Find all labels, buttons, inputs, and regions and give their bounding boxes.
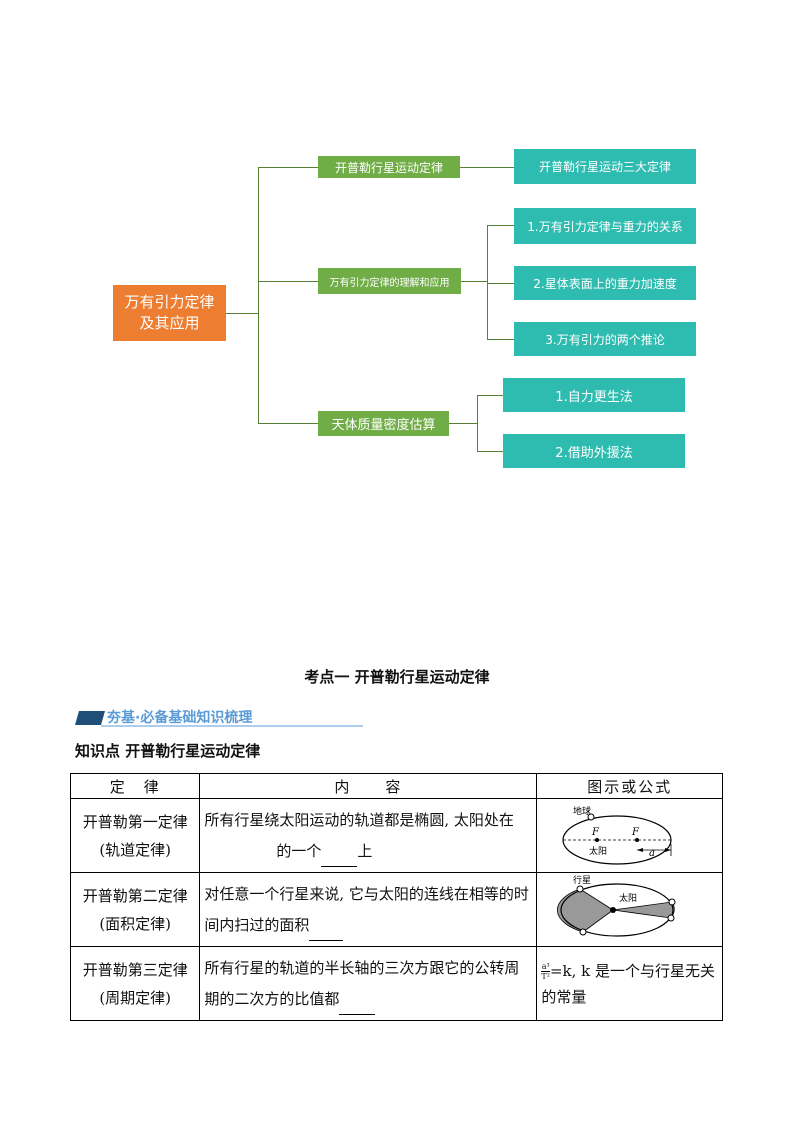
connector-line: [477, 395, 503, 396]
mindmap-branch-gravitation: 万有引力定律的理解和应用: [318, 268, 461, 294]
kepler-laws-table: 定 律 内 容 图示或公式 开普勒第一定律(轨道定律) 所有行星绕太阳运动的轨道…: [69, 773, 723, 1021]
connector-line: [258, 167, 259, 424]
banner-text: 夯基·必备基础知识梳理: [107, 710, 253, 726]
connector-line: [487, 339, 514, 340]
content-text: 所有行星绕太阳运动的轨道都是椭圆, 太阳处在: [204, 810, 514, 829]
ellipse-diagram: 地球 F F 太阳 a: [562, 805, 673, 865]
connector-line: [487, 283, 514, 284]
table-row: 开普勒第三定律(周期定律) 所有行星的轨道的半长轴的三次方跟它的公转周期的二次方…: [69, 946, 723, 1021]
connector-line: [460, 167, 514, 168]
connector-line: [487, 225, 514, 226]
content-text: 的一个: [276, 841, 322, 860]
mindmap-leaf-surface-gravity: 2.星体表面上的重力加速度: [514, 266, 696, 300]
label-focus: F: [631, 827, 640, 838]
area-diagram: 行星 太阳: [557, 874, 676, 937]
label-planet: 行星: [573, 874, 591, 886]
table-row: 开普勒第一定律(轨道定律) 所有行星绕太阳运动的轨道都是椭圆, 太阳处在的一个 上…: [69, 798, 723, 873]
label-sun: 太阳: [619, 892, 637, 904]
law-content: 所有行星绕太阳运动的轨道都是椭圆, 太阳处在的一个 上: [199, 798, 538, 873]
section-banner: 夯基·必备基础知识梳理: [75, 705, 363, 727]
connector-line: [258, 423, 318, 424]
mindmap-branch-mass-density: 天体质量密度估算: [318, 411, 449, 436]
fraction-denominator: T²: [541, 972, 550, 981]
mindmap-leaf-self-reliance: 1.自力更生法: [503, 378, 685, 412]
fill-blank[interactable]: [309, 922, 344, 941]
connector-line: [449, 423, 477, 424]
mindmap-leaf-gravity-relation: 1.万有引力定律与重力的关系: [514, 208, 696, 244]
law-name: 开普勒第三定律(周期定律): [69, 946, 201, 1021]
table-header-row: 定 律 内 容 图示或公式: [69, 773, 723, 799]
connector-line: [258, 167, 318, 168]
banner-graphic: [75, 711, 363, 727]
mindmap-branch-kepler: 开普勒行星运动定律: [318, 156, 460, 178]
connector-line: [487, 225, 488, 340]
period-law-formula: a³ T² =k, k 是一个与行星无关的常量: [536, 946, 723, 1021]
header-content: 内 容: [199, 773, 538, 799]
connector-line: [461, 281, 488, 282]
formula-text: =k, k 是一个与行星无关的常量: [541, 961, 716, 1006]
content-text: 上: [357, 841, 373, 860]
knowledge-point-heading: 知识点 开普勒行星运动定律: [75, 742, 261, 760]
mindmap-leaf-two-corollaries: 3.万有引力的两个推论: [514, 322, 696, 356]
fraction-numerator: a³: [541, 962, 550, 972]
label-focus: F: [591, 827, 600, 838]
fill-blank[interactable]: [321, 848, 358, 867]
connector-line: [477, 395, 478, 452]
header-law: 定 律: [69, 773, 201, 799]
formula-fraction: a³ T²: [541, 962, 550, 981]
law-name: 开普勒第二定律(面积定律): [69, 872, 201, 947]
label-earth: 地球: [573, 805, 591, 817]
law-content: 所有行星的轨道的半长轴的三次方跟它的公转周期的二次方的比值都: [199, 946, 538, 1021]
connector-line: [477, 451, 503, 452]
header-figure: 图示或公式: [536, 773, 723, 799]
fill-blank[interactable]: [339, 996, 376, 1015]
connector-line: [226, 313, 259, 314]
mindmap-leaf-external-aid: 2.借助外援法: [503, 434, 685, 468]
label-sun: 太阳: [589, 845, 607, 857]
mindmap-root: 万有引力定律及其应用: [113, 285, 226, 341]
content-text: 对任意一个行星来说, 它与太阳的连线在相等的时间内扫过的面积: [204, 884, 529, 934]
law-content: 对任意一个行星来说, 它与太阳的连线在相等的时间内扫过的面积: [199, 872, 538, 947]
connector-line: [258, 281, 318, 282]
law-name: 开普勒第一定律(轨道定律): [69, 798, 201, 873]
area-law-figure: 行星 太阳: [536, 872, 723, 947]
label-semi-major-axis: a: [649, 848, 655, 859]
orbit-ellipse-figure: 地球 F F 太阳 a: [536, 798, 723, 873]
section-title: 考点一 开普勒行星运动定律: [304, 668, 490, 686]
mindmap-leaf-kepler-laws: 开普勒行星运动三大定律: [514, 149, 696, 184]
content-text: 所有行星的轨道的半长轴的三次方跟它的公转周期的二次方的比值都: [204, 958, 520, 1008]
table-row: 开普勒第二定律(面积定律) 对任意一个行星来说, 它与太阳的连线在相等的时间内扫…: [69, 872, 723, 947]
